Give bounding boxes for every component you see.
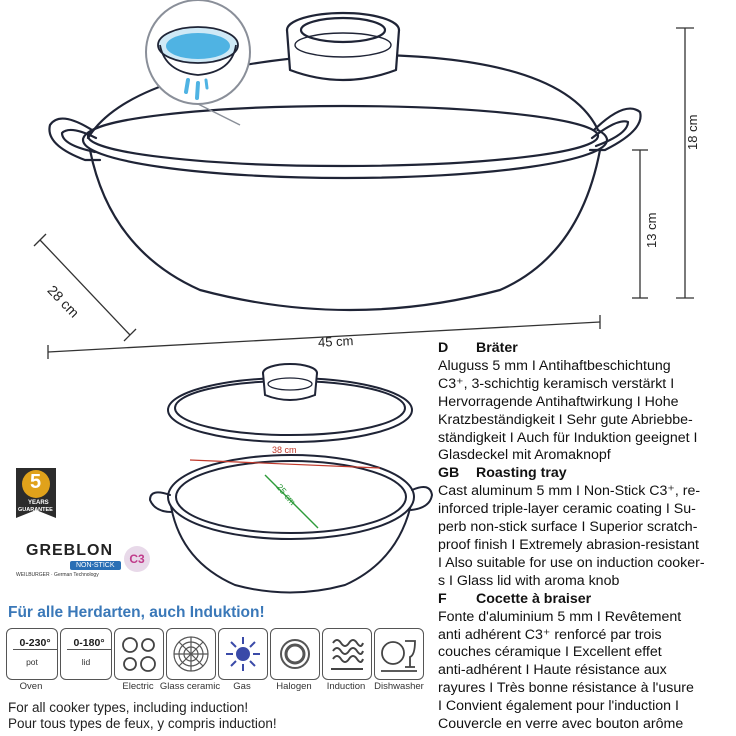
spec-line: s I Glass lid with aroma knob	[438, 573, 734, 591]
spec-line: couches céramique I Excellent effet	[438, 644, 734, 662]
spec-text: Kratzbeständigkeit I Sehr gute Abriebbe-	[438, 411, 693, 428]
halogen-icon	[270, 628, 320, 680]
guarantee-line2: GUARANTEE	[18, 507, 53, 513]
language-code: GB	[438, 465, 460, 482]
spec-text: C3⁺, 3-schichtig keramisch verstärkt I	[438, 375, 675, 392]
spec-line: inforced triple-layer ceramic coating I …	[438, 501, 734, 519]
oven-label: Oven	[19, 681, 43, 692]
spec-text: anti adhérent C3⁺ renforcé par trois	[438, 626, 662, 643]
oven-lid-sub: lid	[81, 657, 91, 667]
dimension-height-total: 18 cm	[685, 114, 700, 150]
spec-text: Bräter	[476, 340, 518, 356]
spec-line: I Also suitable for use on induction coo…	[438, 555, 734, 573]
oven-pot-sub: pot	[26, 657, 38, 667]
halogen-label: Halogen	[276, 681, 312, 692]
spec-line: Couvercle en verre avec bouton arôme	[438, 716, 734, 734]
spec-text: couches céramique I Excellent effet	[438, 644, 662, 661]
spec-text: perb non-stick surface I Superior scratc…	[438, 519, 698, 536]
spec-text: proof finish I Extremely abrasion-resist…	[438, 536, 700, 553]
guarantee-years-number: 5	[30, 471, 42, 493]
spec-text: rayures I Très bonne résistance à l'usur…	[438, 680, 694, 697]
spec-heading: GB Roasting tray	[438, 465, 734, 483]
glass-ceramic-icon	[166, 628, 216, 680]
language-code: D	[438, 340, 449, 356]
spec-line: anti-adhérent I Haute résistance aux	[438, 662, 734, 680]
spec-line: Glasdeckel mit Aromaknopf	[438, 447, 734, 465]
electric-stove-icon	[114, 628, 164, 680]
spec-line: C3⁺, 3-schichtig keramisch verstärkt I	[438, 376, 734, 394]
gas-icon	[218, 628, 268, 680]
spec-text: Aluguss 5 mm I Antihaftbeschichtung	[438, 357, 671, 374]
spec-line: I Convient également pour l'induction I	[438, 698, 734, 716]
spec-heading: F Cocette à braiser	[438, 591, 734, 609]
greblon-tag: NON-STICK	[70, 561, 121, 570]
oven-pot-temp: 0-230°	[13, 637, 57, 650]
oven-pot-temp-icon: 0-230° pot	[6, 628, 58, 680]
footer-line-en: For all cooker types, including inductio…	[8, 700, 249, 715]
induction-icon	[322, 628, 372, 680]
spec-text: Cocette à braiser	[476, 590, 592, 607]
spec-line: proof finish I Extremely abrasion-resist…	[438, 537, 734, 555]
spec-text: I Convient également pour l'induction I	[438, 698, 679, 715]
spec-text: Couvercle en verre avec bouton arôme	[438, 716, 684, 733]
spec-text: I Also suitable for use on induction coo…	[438, 554, 705, 571]
inner-width-label: 25 cm	[274, 482, 298, 508]
spec-heading: D Bräter	[438, 340, 734, 358]
spec-line: Hervorragende Antihaftwirkung I Hohe	[438, 394, 734, 412]
language-code: F	[438, 590, 447, 607]
greblon-logo: GREBLON NON-STICK WEILBURGER · German Te…	[12, 538, 162, 578]
spec-line: Fonte d'aluminium 5 mm I Revêtement	[438, 609, 734, 627]
oven-lid-temp-icon: 0-180° lid	[60, 628, 112, 680]
inner-length-label: 38 cm	[272, 445, 297, 455]
spec-line: ständigkeit I Auch für Induktion geeigne…	[438, 430, 734, 448]
spec-text: s I Glass lid with aroma knob	[438, 572, 620, 589]
dimension-height-body: 13 cm	[644, 212, 659, 248]
spec-text: anti-adhérent I Haute résistance aux	[438, 662, 667, 679]
spec-text: Hervorragende Antihaftwirkung I Hohe	[438, 393, 679, 410]
spec-line: perb non-stick surface I Superior scratc…	[438, 519, 734, 537]
spec-line: Kratzbeständigkeit I Sehr gute Abriebbe-	[438, 412, 734, 430]
electric-label: Electric	[122, 681, 154, 692]
guarantee-line1: YEARS	[28, 500, 49, 506]
spec-line: rayures I Très bonne résistance à l'usur…	[438, 680, 734, 698]
cooker-heading: Für alle Herdarten, auch Induktion!	[8, 604, 265, 621]
spec-text: Fonte d'aluminium 5 mm I Revêtement	[438, 608, 682, 625]
spec-line: Aluguss 5 mm I Antihaftbeschichtung	[438, 358, 734, 376]
c3-mark: C3	[124, 546, 150, 572]
dishwasher-label: Dishwasher	[374, 681, 424, 692]
spec-text: inforced triple-layer ceramic coating I …	[438, 501, 696, 518]
greblon-brand: GREBLON	[26, 542, 113, 559]
glass-ceramic-label: Glass ceramic	[159, 681, 221, 692]
dishwasher-icon	[374, 628, 424, 680]
roaster-drawing	[33, 0, 694, 359]
greblon-subline: WEILBURGER · German Technology	[16, 572, 99, 578]
guarantee-badge: 5 YEARS GUARANTEE	[10, 462, 62, 524]
footer-line-fr: Pour tous types de feux, y compris induc…	[8, 716, 277, 731]
spec-line: anti adhérent C3⁺ renforcé par trois	[438, 627, 734, 645]
gas-label: Gas	[233, 681, 251, 692]
spec-line: Cast aluminum 5 mm I Non-Stick C3⁺, re-	[438, 483, 734, 501]
induction-label: Induction	[326, 681, 366, 692]
spec-text: Roasting tray	[476, 465, 567, 482]
spec-text: Glasdeckel mit Aromaknopf	[438, 447, 611, 464]
dimension-width: 45 cm	[317, 333, 354, 350]
oven-lid-temp: 0-180°	[67, 637, 111, 650]
spec-text: ständigkeit I Auch für Induktion geeigne…	[438, 429, 698, 446]
spec-text: Cast aluminum 5 mm I Non-Stick C3⁺, re-	[438, 483, 701, 500]
